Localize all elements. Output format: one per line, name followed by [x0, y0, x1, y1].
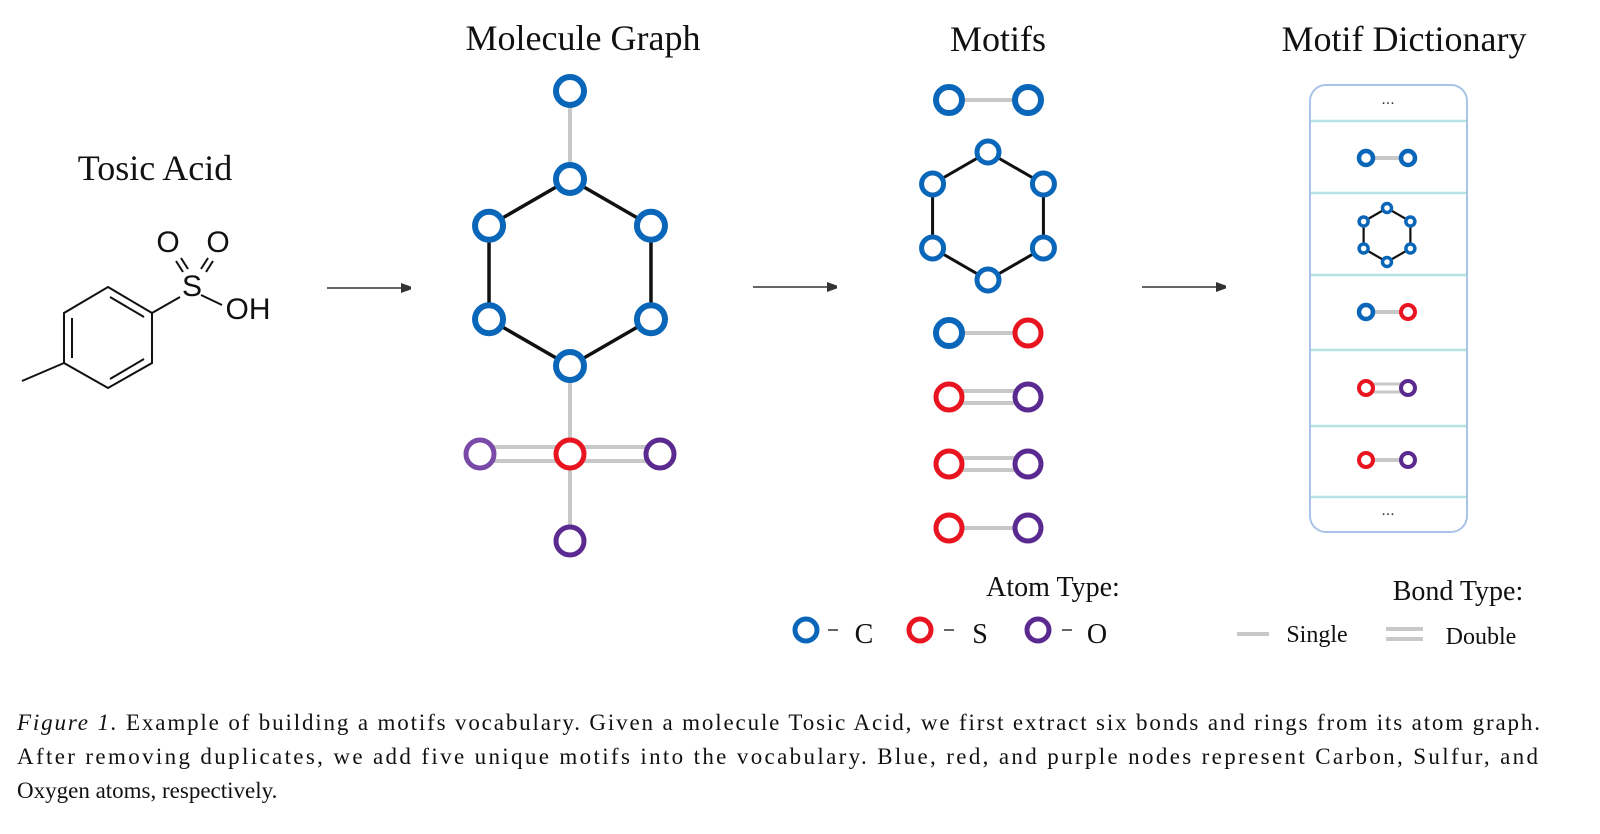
atom-node-O — [1012, 512, 1044, 544]
aromatic-ring — [1362, 206, 1412, 264]
atom-node-C — [933, 84, 965, 116]
atom-node-O — [1012, 381, 1044, 413]
dictionary-ellipsis-bottom: ... — [1381, 502, 1394, 519]
atom-node-C — [553, 74, 587, 108]
atom-node-C — [633, 208, 668, 243]
atom-node-C — [919, 170, 947, 198]
atom-node-C — [974, 266, 1002, 294]
atom-node-C — [933, 317, 965, 349]
tosic-acid-structure — [21, 257, 223, 390]
atom-node-C — [974, 138, 1002, 166]
atom-node-S — [1012, 317, 1044, 349]
atom-node-S — [933, 381, 965, 413]
motif-dictionary-box — [1309, 84, 1468, 533]
dictionary-ellipsis-top: ... — [1381, 91, 1394, 108]
atom-node-C — [1012, 84, 1044, 116]
aromatic-ring — [487, 176, 653, 369]
atom-node-O — [463, 437, 497, 471]
caption-line-2: After removing duplicates, we add five u… — [17, 744, 1538, 769]
atom-node-C — [792, 616, 820, 644]
atom-node-S — [933, 448, 965, 480]
atom-node-O — [643, 437, 677, 471]
atom-node-C — [1404, 215, 1417, 228]
caption-line-1: Figure 1. Example of building a motifs v… — [16, 710, 1540, 735]
atom-node-C — [1029, 170, 1057, 198]
atom-node-S — [1357, 451, 1375, 469]
atom-node-S — [1399, 303, 1417, 321]
legend-atom-o: O — [1087, 619, 1107, 650]
oxygen-label-2: O — [206, 226, 229, 259]
atoms — [463, 74, 1418, 644]
atom-node-C — [472, 302, 507, 337]
atom-node-O — [1399, 379, 1417, 397]
hydroxyl-label: OH — [226, 293, 271, 326]
atom-node-C — [919, 234, 947, 262]
legend-atom-c: C — [855, 619, 874, 650]
caption-line-3: Oxygen atoms, respectively. — [17, 778, 277, 803]
molecule-graph-title: Molecule Graph — [466, 18, 701, 58]
atom-node-C — [553, 162, 587, 196]
caption-figure-label: Figure 1. — [16, 710, 117, 735]
sulfur-label: S — [182, 270, 202, 303]
motif-dictionary-title: Motif Dictionary — [1282, 19, 1527, 59]
atom-node-O — [553, 524, 587, 558]
atom-node-S — [933, 512, 965, 544]
atom-node-C — [1380, 255, 1394, 269]
atom-node-C — [1356, 302, 1376, 322]
atom-node-C — [472, 208, 507, 243]
oxygen-label-1: O — [156, 226, 179, 259]
legend-bond-single: Single — [1286, 622, 1347, 648]
atom-node-C — [1357, 215, 1370, 228]
aromatic-ring — [931, 150, 1045, 282]
atom-node-O — [1399, 451, 1417, 469]
bond-type-title: Bond Type: — [1393, 576, 1524, 607]
legend-bond-double: Double — [1446, 624, 1517, 650]
dictionary-dividers — [1311, 119, 1466, 499]
atom-node-C — [1357, 242, 1370, 255]
atom-node-C — [633, 302, 668, 337]
atom-node-C — [1398, 148, 1418, 168]
atom-node-C — [1356, 148, 1376, 168]
atom-node-O — [1024, 616, 1052, 644]
atom-node-S — [553, 437, 587, 471]
legend-atom-s: S — [972, 619, 988, 650]
atom-node-C — [1380, 201, 1394, 215]
atom-type-title: Atom Type: — [986, 572, 1120, 603]
atom-node-C — [1029, 234, 1057, 262]
atom-node-C — [553, 349, 587, 383]
atom-node-S — [1357, 379, 1375, 397]
atom-node-O — [1012, 448, 1044, 480]
caption-text-1: Example of building a motifs vocabulary.… — [118, 710, 1540, 735]
motifs-title: Motifs — [950, 19, 1046, 59]
tosic-acid-title: Tosic Acid — [78, 148, 232, 188]
atom-node-S — [906, 616, 934, 644]
atom-node-C — [1404, 242, 1417, 255]
